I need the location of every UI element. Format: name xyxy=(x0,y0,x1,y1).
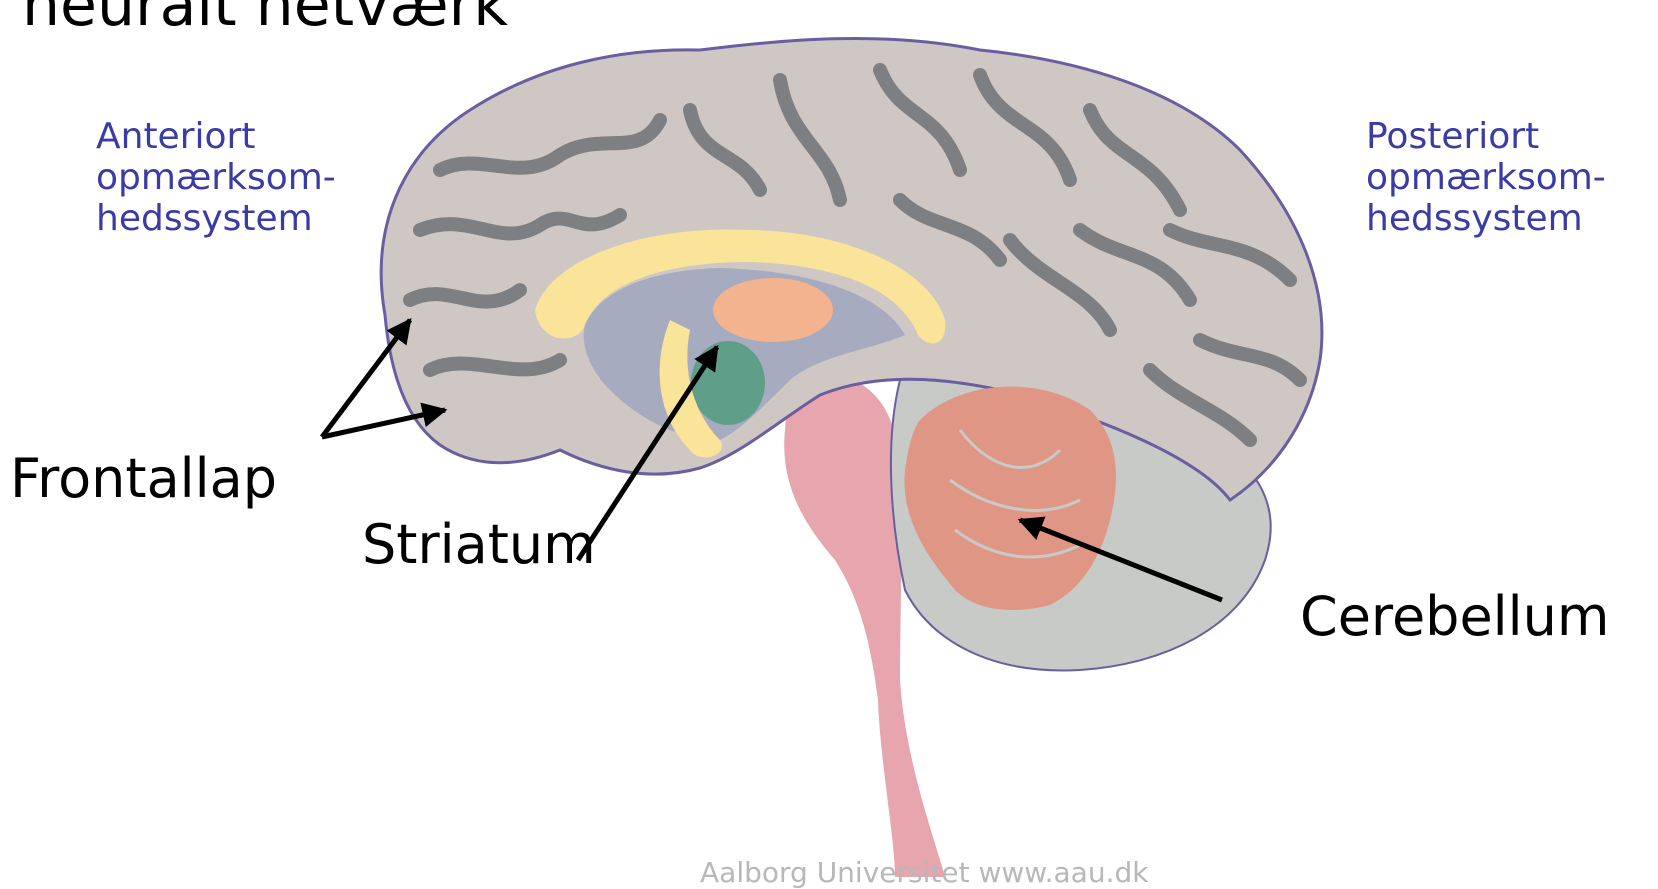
anterior-label: Anteriort opmærksom- hedssystem xyxy=(96,116,336,239)
frontal-label: Frontallap xyxy=(10,447,277,510)
striatum-structure xyxy=(691,341,765,425)
posterior-label: Posteriort opmærksom- hedssystem xyxy=(1366,116,1606,239)
cerebellum-label: Cerebellum xyxy=(1300,585,1610,648)
striatum-label: Striatum xyxy=(362,513,596,576)
page-title: neuralt netværk xyxy=(22,0,508,40)
footer-text: Aalborg Universitet www.aau.dk xyxy=(700,856,1148,889)
thalamus xyxy=(713,278,833,342)
